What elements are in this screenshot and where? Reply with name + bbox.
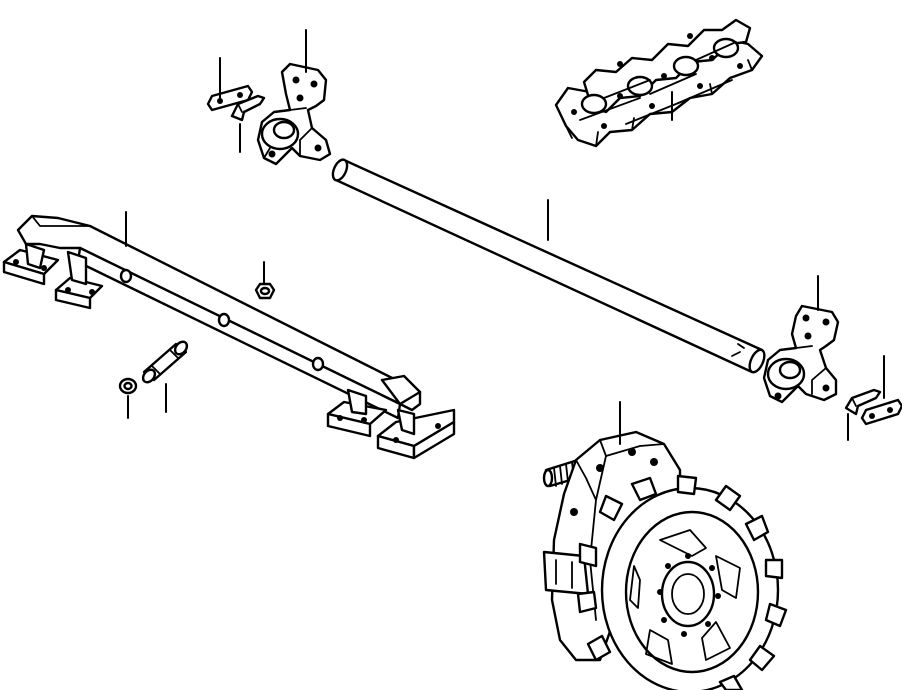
lock-plate-right-icon xyxy=(860,398,902,426)
retainer-clip-right-icon xyxy=(844,388,882,416)
bracket-left-icon xyxy=(256,62,332,166)
sprocket-teeth xyxy=(576,474,788,690)
pin-icon xyxy=(141,340,189,384)
lock-plate-left-icon xyxy=(206,84,254,112)
track-chain-icon xyxy=(554,18,764,148)
nut-icon xyxy=(254,282,276,300)
final-drive-sprocket-icon xyxy=(542,430,788,690)
equalizer-bar-icon xyxy=(2,214,456,460)
retainer-clip-left-icon xyxy=(230,94,266,122)
pivot-shaft-icon xyxy=(331,158,766,374)
washer-icon xyxy=(118,377,138,395)
bracket-right-icon xyxy=(762,304,840,404)
